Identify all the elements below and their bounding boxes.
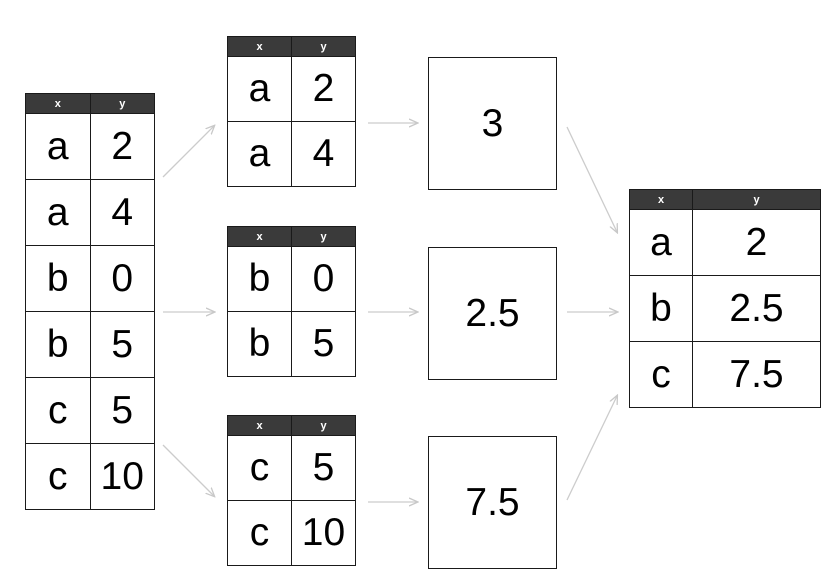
cell-x: a <box>628 209 694 276</box>
table-row: a 4 <box>25 179 155 246</box>
cell-x: a <box>227 56 292 122</box>
cell-y: 5 <box>291 311 356 377</box>
cell-x: a <box>227 121 292 187</box>
cell-y: 2 <box>291 56 356 122</box>
header-x: x <box>227 36 292 57</box>
header-y: y <box>291 226 356 247</box>
split-arrow-a <box>162 126 214 178</box>
header-x: x <box>227 415 292 436</box>
table-row: a 2 <box>227 56 356 122</box>
table-row: b 5 <box>25 311 155 378</box>
header-y: y <box>291 415 356 436</box>
cell-x: b <box>25 311 91 378</box>
header-x: x <box>227 226 292 247</box>
group-table-c: x y c 5 c 10 <box>227 415 356 566</box>
cell-x: c <box>25 377 91 444</box>
cell-y: 0 <box>89 245 155 312</box>
cell-x: b <box>227 246 292 312</box>
table-row: a 4 <box>227 121 356 187</box>
source-table: x y a 2 a 4 b 0 b 5 c 5 c 10 <box>25 93 155 510</box>
cell-y: 4 <box>89 179 155 246</box>
cell-y: 2.5 <box>692 275 821 342</box>
header-y: y <box>89 93 155 114</box>
split-arrow-c <box>162 444 214 496</box>
combine-arrow-a <box>566 126 617 232</box>
cell-y: 7.5 <box>692 341 821 408</box>
cell-y: 10 <box>291 500 356 566</box>
cell-x: b <box>25 245 91 312</box>
cell-y: 0 <box>291 246 356 312</box>
cell-x: a <box>25 179 91 246</box>
cell-x: b <box>628 275 694 342</box>
table-row: a 2 <box>628 209 821 276</box>
header-x: x <box>25 93 91 114</box>
cell-x: a <box>25 113 91 180</box>
cell-y: 4 <box>291 121 356 187</box>
cell-y: 5 <box>89 377 155 444</box>
header-x: x <box>628 189 694 210</box>
group-table-b: x y b 0 b 5 <box>227 226 356 377</box>
table-row: c 10 <box>227 500 356 566</box>
cell-y: 2 <box>692 209 821 276</box>
table-row: c 10 <box>25 443 155 510</box>
table-row: c 5 <box>227 435 356 501</box>
cell-y: 5 <box>291 435 356 501</box>
table-row: b 0 <box>25 245 155 312</box>
table-row: c 7.5 <box>628 341 821 408</box>
table-row: b 5 <box>227 311 356 377</box>
header-y: y <box>692 189 821 210</box>
cell-y: 10 <box>89 443 155 510</box>
cell-y: 5 <box>89 311 155 378</box>
group-table-a: x y a 2 a 4 <box>227 36 356 187</box>
cell-x: c <box>628 341 694 408</box>
table-row: a 2 <box>25 113 155 180</box>
table-row: b 0 <box>227 246 356 312</box>
result-table: x y a 2 b 2.5 c 7.5 <box>628 189 821 408</box>
header-y: y <box>291 36 356 57</box>
table-row: b 2.5 <box>628 275 821 342</box>
summary-box-a: 3 <box>428 57 557 190</box>
table-row: c 5 <box>25 377 155 444</box>
summary-box-c: 7.5 <box>428 436 557 569</box>
cell-x: c <box>25 443 91 510</box>
cell-x: c <box>227 500 292 566</box>
cell-y: 2 <box>89 113 155 180</box>
summary-box-b: 2.5 <box>428 247 557 380</box>
combine-arrow-c <box>566 396 617 501</box>
cell-x: c <box>227 435 292 501</box>
cell-x: b <box>227 311 292 377</box>
